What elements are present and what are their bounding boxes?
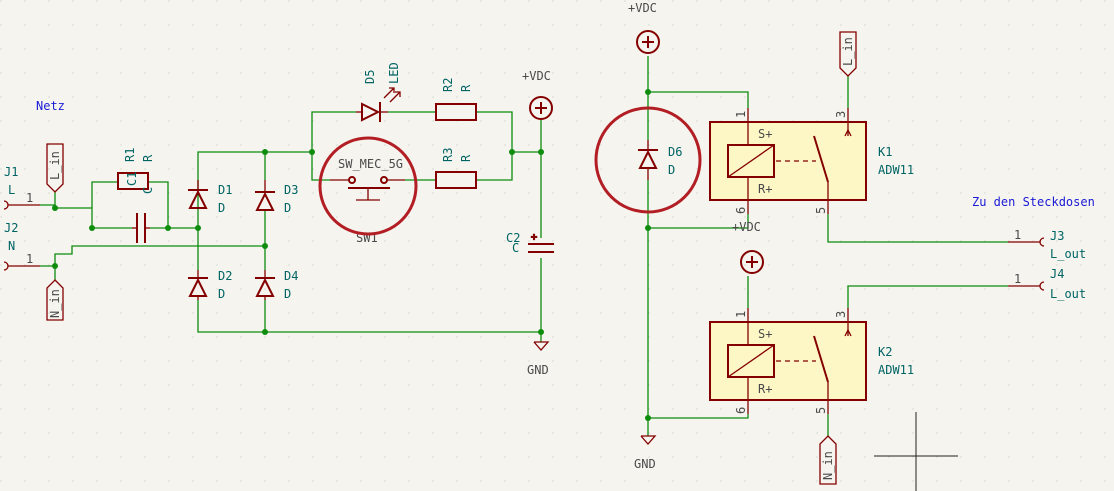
global-label-l-in-left[interactable]: L_in [46, 143, 64, 193]
note-steckdosen: Zu den Steckdosen [972, 195, 1095, 209]
r1-value: R [141, 154, 155, 162]
k1-pin5: 5 [814, 207, 828, 214]
d1-ref: D1 [218, 183, 232, 197]
c2-ref: C2 [506, 231, 520, 245]
resistor-r2[interactable]: R2 R [435, 78, 477, 121]
power-vdc-2[interactable]: +VDC [628, 1, 660, 54]
led-d5[interactable]: D5 LED [356, 62, 401, 122]
d3-ref: D3 [284, 183, 298, 197]
connector-j4[interactable]: 1 J4 L_out [1008, 267, 1086, 301]
capacitor-c2[interactable]: + C2 C [506, 231, 554, 255]
c2-polarity: + [531, 232, 537, 243]
j2-ref: J2 [4, 221, 18, 235]
j1-value: L [8, 183, 15, 197]
k2-pin3: 3 [834, 311, 848, 318]
k2-r-plus: R+ [758, 382, 772, 396]
j1-pin: 1 [26, 191, 33, 205]
capacitor-c1[interactable]: C1 C [125, 172, 155, 243]
l-in-label-text: L_in [48, 151, 62, 180]
note-netz: Netz [36, 99, 65, 113]
diode-d1[interactable]: D1 D [188, 180, 232, 215]
c1-value: C [141, 187, 155, 194]
d3-value: D [284, 201, 291, 215]
j3-pin: 1 [1014, 228, 1021, 242]
d6-ref: D6 [668, 145, 682, 159]
junction-dots [52, 89, 651, 421]
j4-ref: J4 [1050, 267, 1064, 281]
d5-value: LED [387, 62, 401, 84]
r3-ref: R3 [441, 148, 455, 162]
connector-j1[interactable]: J1 L 1 [3, 165, 40, 210]
diode-d6[interactable]: D6 D [638, 140, 682, 180]
vdc-label-3: +VDC [732, 220, 761, 234]
k1-s-plus: S+ [758, 127, 772, 141]
connector-j3[interactable]: 1 J3 L_out [1008, 228, 1086, 261]
gnd-label-2: GND [634, 457, 656, 471]
resistor-r1[interactable]: R1 R [117, 148, 155, 190]
k2-pin6: 6 [734, 407, 748, 414]
power-vdc-3[interactable]: +VDC [732, 220, 764, 274]
vdc-label-2: +VDC [628, 1, 657, 15]
j3-ref: J3 [1050, 229, 1064, 243]
power-gnd-1[interactable]: GND [527, 341, 550, 377]
r1-ref: R1 [123, 148, 137, 162]
k1-r-plus: R+ [758, 182, 772, 196]
d5-ref: D5 [363, 70, 377, 84]
k1-pin6: 6 [734, 207, 748, 214]
r2-value: R [459, 84, 473, 92]
sw1-value: SW_MEC_5G [338, 157, 403, 171]
power-gnd-2[interactable]: GND [634, 435, 657, 471]
global-label-l-in-right[interactable]: L_in [839, 31, 857, 77]
n-in-right-text: N_in [821, 451, 835, 480]
d1-value: D [218, 201, 225, 215]
k1-pin3: 3 [834, 111, 848, 118]
gnd-label-1: GND [527, 363, 549, 377]
relay-k2[interactable]: S+ R+ 1 6 3 5 K2 ADW11 [709, 308, 914, 414]
l-in-right-text: L_in [841, 37, 855, 66]
j4-pin: 1 [1014, 272, 1021, 286]
k2-ref: K2 [878, 345, 892, 359]
cursor-crosshair [874, 412, 958, 491]
k1-ref: K1 [878, 145, 892, 159]
d4-value: D [284, 287, 291, 301]
k1-pin1: 1 [734, 111, 748, 118]
d2-value: D [218, 287, 225, 301]
d4-ref: D4 [284, 269, 298, 283]
j3-value: L_out [1050, 247, 1086, 261]
diode-d3[interactable]: D3 D [255, 180, 298, 215]
power-vdc-1[interactable]: +VDC [522, 69, 553, 120]
resistor-r3[interactable]: R3 R [435, 148, 477, 189]
diode-d2[interactable]: D2 D [188, 269, 232, 301]
highlight-circle-sw1 [318, 136, 418, 236]
j2-pin: 1 [26, 252, 33, 266]
vdc-label-1: +VDC [522, 69, 551, 83]
n-in-label-text: N_in [48, 289, 62, 318]
k2-s-plus: S+ [758, 327, 772, 341]
j1-ref: J1 [4, 165, 18, 179]
k2-pin5: 5 [814, 407, 828, 414]
k2-value: ADW11 [878, 363, 914, 377]
r3-value: R [459, 154, 473, 162]
relay-k1[interactable]: S+ R+ 1 6 3 5 K1 ADW11 [709, 108, 914, 214]
global-label-n-in-left[interactable]: N_in [46, 279, 64, 321]
k2-pin1: 1 [734, 311, 748, 318]
connector-j2[interactable]: J2 N 1 [3, 221, 40, 271]
k1-value: ADW11 [878, 163, 914, 177]
c2-value: C [512, 241, 519, 255]
global-label-n-in-right[interactable]: N_in [819, 435, 837, 485]
highlight-circle-d6 [594, 106, 702, 214]
j2-value: N [8, 239, 15, 253]
d6-value: D [668, 163, 675, 177]
diode-d4[interactable]: D4 D [255, 269, 298, 301]
c1-ref: C1 [125, 172, 139, 186]
j4-value: L_out [1050, 287, 1086, 301]
r2-ref: R2 [441, 78, 455, 92]
d2-ref: D2 [218, 269, 232, 283]
